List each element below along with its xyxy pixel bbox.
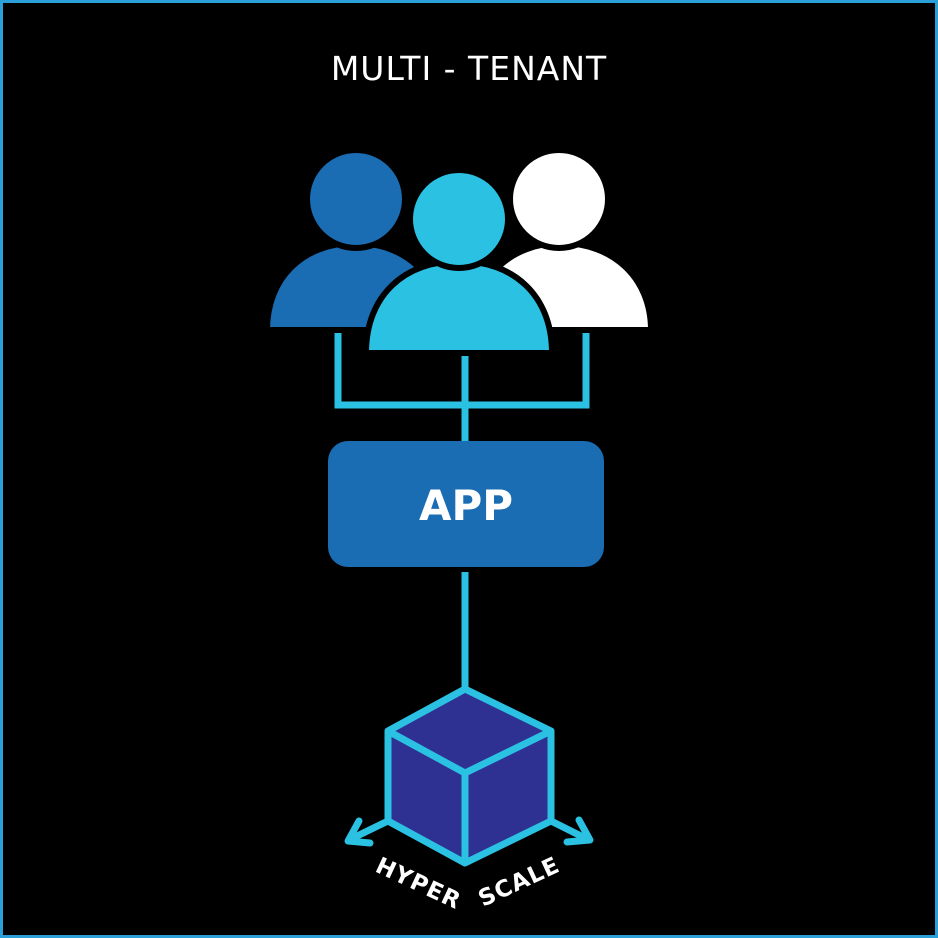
scale-label: SCALE [475,852,564,912]
scale-arrows [344,816,594,847]
diagram-title: MULTI - TENANT [330,49,608,88]
tenant-user-icon [362,167,556,356]
tenant-connectors [334,328,590,441]
arrow-left-icon [344,817,374,847]
arrow-right-line [547,817,589,842]
app-box [328,441,604,567]
arrow-left-line [349,817,392,842]
app-label: APP [419,481,513,530]
hyper-label: HYPER [371,853,465,915]
connector-right [465,328,590,409]
arrow-right-icon [563,816,594,846]
diagram-canvas: APP HYPER SCALE [263,147,655,915]
app-node: APP [328,441,604,567]
connector-left [334,328,465,409]
cube-icon [384,685,555,867]
